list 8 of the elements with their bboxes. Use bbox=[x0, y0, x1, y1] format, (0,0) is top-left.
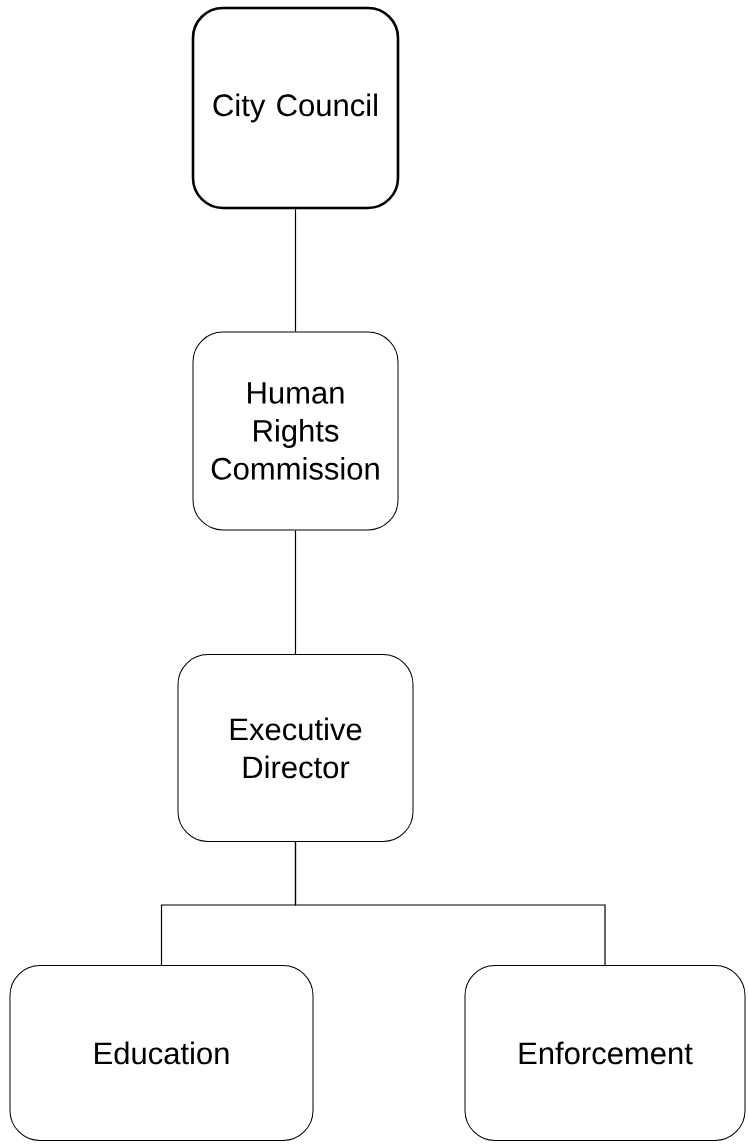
org-box: Human Rights Commission bbox=[192, 331, 399, 531]
connector-line bbox=[294, 529, 297, 655]
org-box: Education bbox=[9, 965, 314, 1141]
org-box: City Council bbox=[191, 6, 400, 210]
connector-line bbox=[294, 841, 606, 966]
org-box: Executive Director bbox=[177, 654, 414, 842]
connector-line bbox=[294, 208, 297, 333]
org-box: Enforcement bbox=[464, 965, 746, 1141]
